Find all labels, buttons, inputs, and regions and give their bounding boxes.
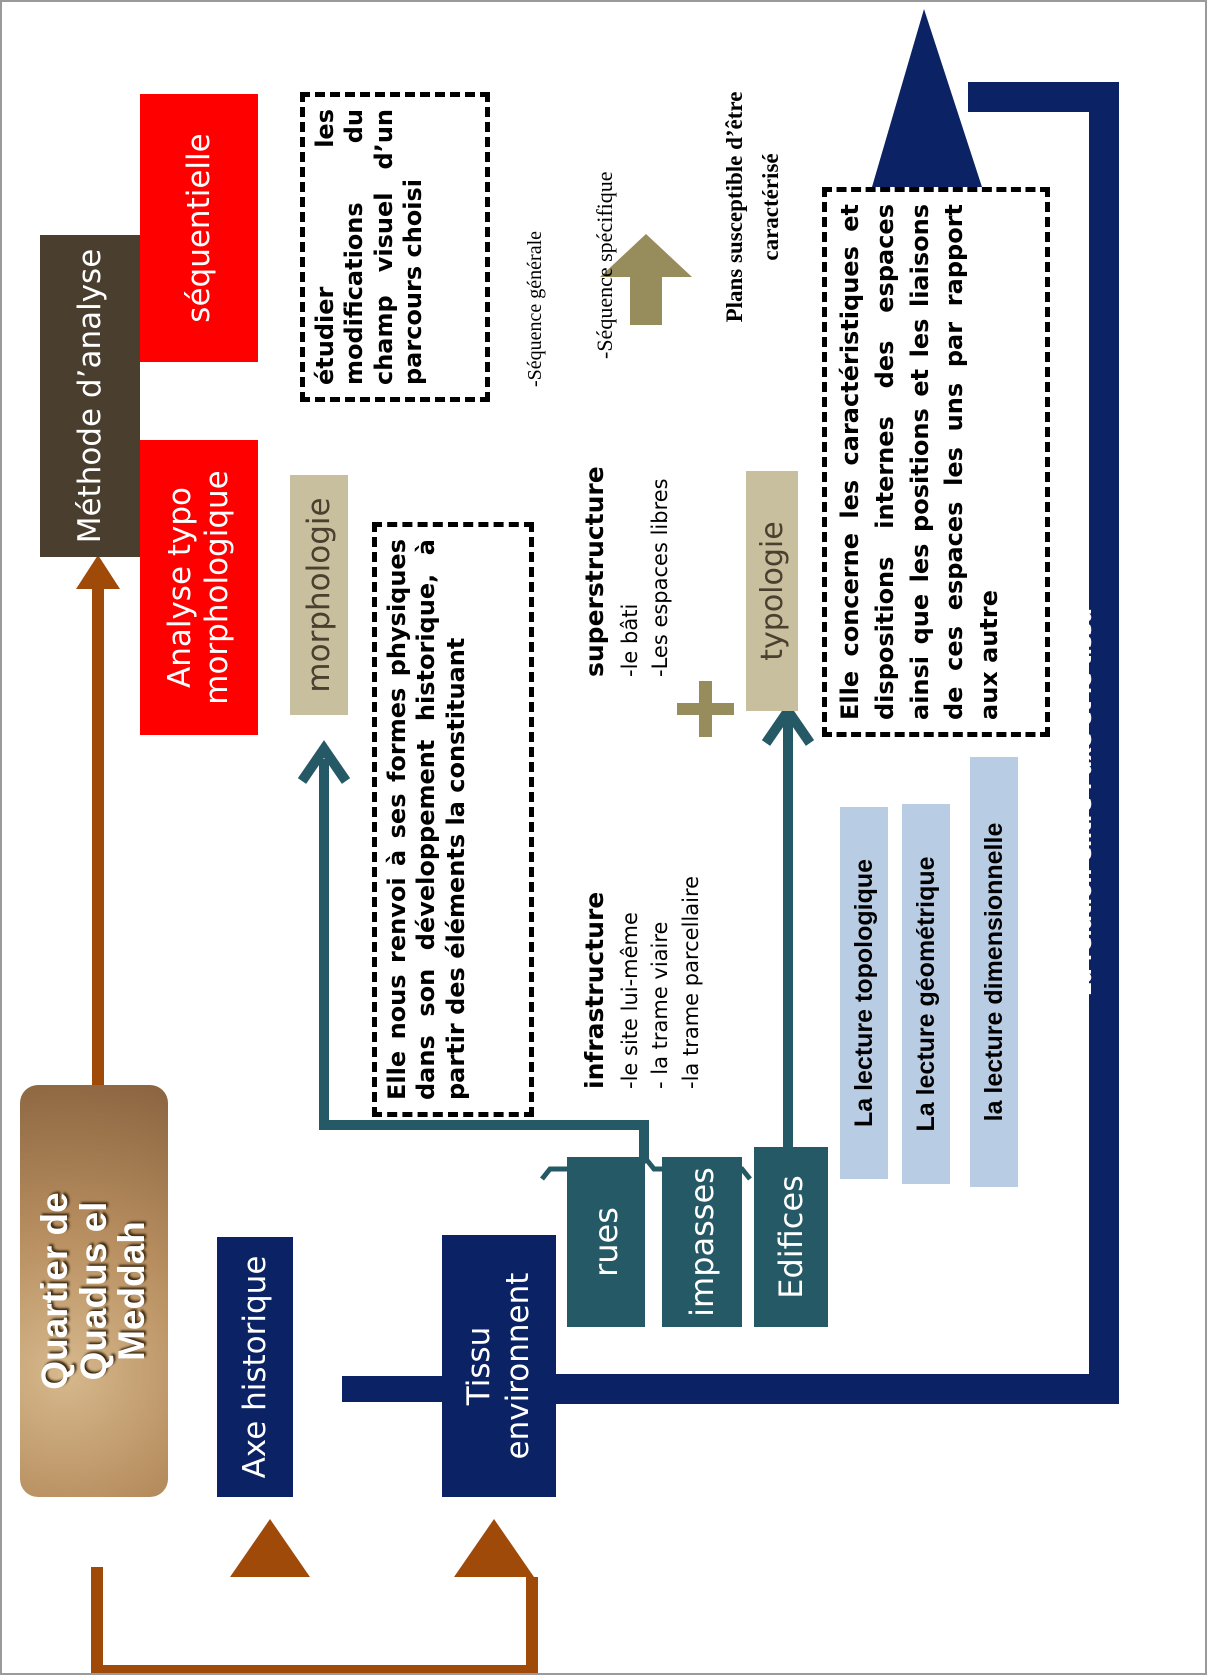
morphologie-label: morphologie: [301, 497, 337, 693]
typologie-description-text: Elle concerne les caractéristiques et di…: [836, 204, 1004, 720]
infrastructure-items: -le site lui-même - la trame viaire -la …: [618, 875, 703, 1089]
typologie-node: typologie: [746, 471, 798, 711]
axe-historique-node: Axe historique: [217, 1237, 293, 1497]
tissu-node: Tissu environnent: [442, 1235, 556, 1497]
superstructure-items: -le bâti -Les espaces libres: [618, 478, 673, 677]
lecture-dimensionnelle-label: la lecture dimensionnelle: [979, 822, 1008, 1122]
lecture-topologique-label: La lecture topologique: [849, 858, 878, 1128]
typologie-label: typologie: [754, 521, 790, 661]
quartier-label: Quartier de Quadus el Meddah: [33, 1192, 153, 1390]
rust-arrowhead-tissu: [454, 1519, 534, 1577]
sequence-specifique: -Séquence spécifique: [592, 171, 617, 359]
lecture-topologique: La lecture topologique: [840, 807, 888, 1179]
edifices-node: Edifices: [754, 1147, 828, 1327]
plus-horizontal: [677, 703, 734, 715]
typo-label: Analyse typo morphologique: [161, 470, 235, 705]
sequentielle-node: séquentielle: [140, 94, 258, 362]
quartier-node: Quartier de Quadus el Meddah: [20, 1085, 168, 1497]
sequentielle-label: séquentielle: [181, 133, 217, 323]
plans-caracterise: Plans susceptible d’être caractérisé: [722, 91, 783, 323]
typo-node: Analyse typo morphologique: [140, 440, 258, 735]
superstructure-block: superstructure -le bâti -Les espaces lib…: [580, 417, 710, 677]
sequentielle-description-text: étudier les modifications du champ visue…: [311, 109, 427, 385]
morphologie-description: Elle nous renvoi à ses formes physiques …: [372, 522, 534, 1117]
morphologie-node: morphologie: [290, 475, 348, 715]
axe-historique-label: Axe historique: [237, 1255, 273, 1479]
relation-label: La relation entre l’axe et le tissu: [1072, 608, 1096, 996]
sequence-generale: -Séquence générale: [524, 230, 546, 387]
navy-relation-arrowhead: [872, 9, 982, 187]
rues-node: rues: [567, 1157, 645, 1327]
superstructure-title: superstructure: [580, 466, 609, 677]
rust-arrowhead-methode: [76, 555, 120, 589]
lecture-geometrique-label: La lecture géométrique: [911, 856, 940, 1132]
sequentielle-description: étudier les modifications du champ visue…: [300, 92, 490, 402]
infrastructure-title: infrastructure: [580, 891, 609, 1089]
typologie-description: Elle concerne les caractéristiques et di…: [822, 187, 1050, 737]
teal-arrow-morphologie-path: [319, 759, 649, 1159]
rust-arrowhead-axe: [230, 1519, 310, 1577]
morphologie-description-text: Elle nous renvoi à ses formes physiques …: [383, 539, 470, 1100]
lecture-geometrique: La lecture géométrique: [902, 804, 950, 1184]
methode-label: Méthode d’analyse: [72, 248, 108, 544]
methode-node: Méthode d’analyse: [40, 235, 140, 557]
navy-relation-arrow-path: [550, 82, 1119, 1404]
teal-arrowhead-morphologie: [297, 740, 351, 784]
olive-arrow: [600, 234, 692, 325]
lecture-dimensionnelle: la lecture dimensionnelle: [970, 757, 1018, 1187]
edifices-label: Edifices: [772, 1175, 810, 1299]
impasses-label: impasses: [683, 1167, 721, 1317]
tissu-label: Tissu environnent: [461, 1272, 536, 1460]
teal-arrowhead-typologie: [761, 702, 815, 746]
infrastructure-block: infrastructure -le site lui-même - la tr…: [580, 759, 750, 1089]
rust-connector-path: [91, 1567, 538, 1673]
impasses-node: impasses: [662, 1157, 742, 1327]
rues-label: rues: [587, 1207, 625, 1277]
